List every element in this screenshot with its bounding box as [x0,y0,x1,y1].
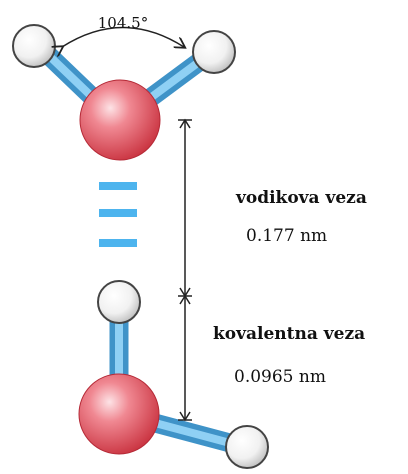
top-right-hydrogen-atom [192,30,236,74]
top-oxygen-atom [79,79,161,161]
angle-label: 104.5° [98,14,148,32]
hbond-dash [99,209,137,217]
top-left-hydrogen-atom [12,24,56,68]
hydrogen-bond-dashes [99,182,137,247]
covalent-bond-name: kovalentna veza [213,324,365,344]
distance-dimension-line [178,118,192,422]
bottom-top-hydrogen-atom [97,280,141,324]
bottom-right-hydrogen-atom [225,425,269,469]
top-water-molecule [12,24,236,161]
covalent-bond-length: 0.0965 nm [234,367,326,387]
bond-angle: 104.5° [62,14,184,47]
hydrogen-bond-name: vodikova veza [235,188,367,208]
hbond-dash [99,182,137,190]
bottom-water-molecule [78,280,269,469]
hydrogen-bond-length: 0.177 nm [246,226,327,246]
hbond-dash [99,239,137,247]
angle-arc [62,26,184,48]
bottom-oxygen-atom [78,373,160,455]
